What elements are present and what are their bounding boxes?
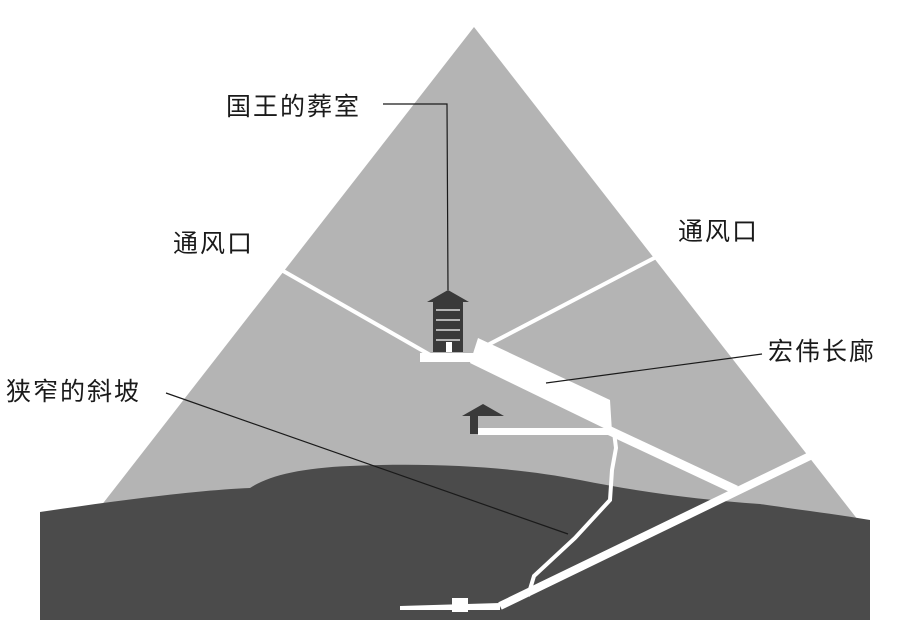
label-air-shaft-left: 通风口 bbox=[173, 229, 254, 258]
narrow-ramp-shaft bbox=[526, 431, 619, 597]
king-chamber-passage bbox=[420, 353, 480, 362]
leader-line-grand-gallery bbox=[545, 353, 763, 384]
label-air-shaft-right: 通风口 bbox=[678, 217, 759, 246]
subterranean-passage bbox=[400, 603, 500, 610]
grand-gallery bbox=[470, 338, 612, 432]
descending-passage bbox=[498, 451, 814, 610]
leader-line-king-chamber bbox=[383, 103, 449, 291]
ascending-passage bbox=[606, 425, 738, 495]
queen-chamber-icon bbox=[462, 404, 504, 434]
king-chamber-icon bbox=[427, 290, 469, 352]
label-narrow-ramp: 狭窄的斜坡 bbox=[6, 377, 141, 406]
pyramid-body bbox=[90, 27, 858, 520]
subterranean-chamber bbox=[452, 598, 468, 612]
air-shaft-right bbox=[477, 253, 661, 352]
queen-chamber-passage bbox=[478, 428, 614, 435]
label-grand-gallery: 宏伟长廊 bbox=[768, 337, 876, 366]
air-shaft-left bbox=[277, 266, 433, 358]
label-king-chamber: 国王的葬室 bbox=[226, 92, 361, 121]
ground-bedrock bbox=[40, 464, 870, 620]
leader-line-narrow-ramp bbox=[165, 392, 569, 535]
